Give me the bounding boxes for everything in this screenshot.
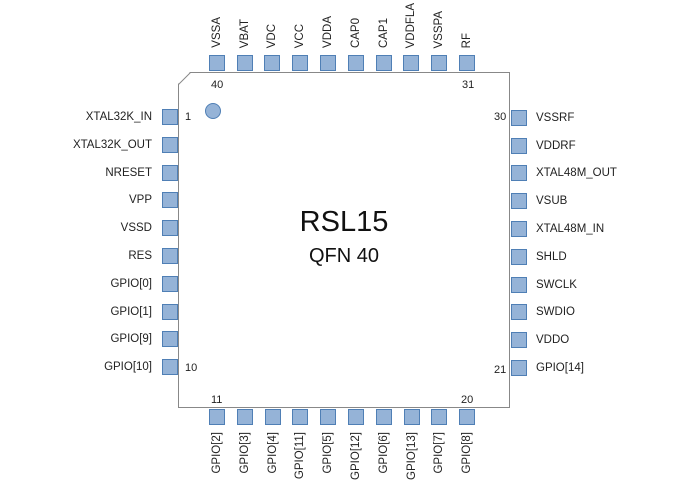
pin-label-gpio-3: GPIO[3] bbox=[238, 432, 251, 474]
pin-label-gpio-10: GPIO[10] bbox=[104, 361, 152, 374]
pin-label-gpio-14: GPIO[14] bbox=[536, 362, 584, 374]
pin-label-gpio-7: GPIO[7] bbox=[433, 432, 446, 474]
pin-label-gpio-0: GPIO[0] bbox=[110, 277, 152, 290]
pin-label-cap1: CAP1 bbox=[377, 17, 390, 48]
pin-label-vddo: VDDO bbox=[536, 334, 570, 347]
pin-number-21: 21 bbox=[494, 364, 507, 376]
pin-label-vssa: VSSA bbox=[210, 17, 223, 48]
pin-label-gpio-13: GPIO[13] bbox=[405, 432, 418, 480]
pin-pad-xtal32k-out bbox=[162, 136, 178, 153]
pin-number-31: 31 bbox=[462, 79, 475, 91]
pin-label-vsub: VSUB bbox=[536, 195, 568, 208]
pin-pad-vcc bbox=[292, 55, 309, 71]
pin-number-11: 11 bbox=[211, 394, 223, 406]
pin-label-gpio-8: GPIO[8] bbox=[461, 432, 474, 474]
pin-pad-gpio-11 bbox=[292, 409, 309, 425]
pin-pad-xtal32k-in bbox=[162, 109, 178, 125]
pin-label-xtal48m-in: XTAL48M_IN bbox=[536, 223, 605, 235]
pin-label-vssrf: VSSRF bbox=[536, 111, 575, 124]
pin-pad-shld bbox=[511, 248, 527, 265]
pin-label-vbat: VBAT bbox=[238, 18, 251, 48]
pin-pad-gpio-13 bbox=[403, 409, 420, 425]
pin-pad-gpio-1 bbox=[162, 303, 178, 320]
pin-pad-gpio-5 bbox=[320, 409, 337, 425]
pin-label-nreset: NRESET bbox=[105, 166, 152, 179]
pin-label-vddrf: VDDRF bbox=[536, 139, 576, 152]
pin-number-40: 40 bbox=[211, 79, 224, 91]
pin-pad-nreset bbox=[162, 164, 178, 181]
chip-package-label: QFN 40 bbox=[308, 245, 380, 267]
pin-pad-cap1 bbox=[375, 55, 392, 71]
pin-label-gpio-11: GPIO[11] bbox=[294, 432, 307, 480]
pin-pad-xtal48m-out bbox=[511, 165, 527, 182]
pin-label-shld: SHLD bbox=[536, 250, 567, 263]
pin-label-swdio: SWDIO bbox=[536, 306, 575, 319]
pin-pad-gpio-4 bbox=[264, 409, 281, 425]
pin-pad-vddrf bbox=[511, 137, 527, 154]
pin-pad-vbat bbox=[236, 55, 253, 71]
pin-pad-vssd bbox=[162, 220, 178, 237]
pin-label-swclk: SWCLK bbox=[536, 278, 577, 291]
chip-package-body bbox=[178, 72, 510, 408]
pin-pad-gpio-14 bbox=[511, 360, 527, 376]
pin-label-xtal32k-in: XTAL32K_IN bbox=[85, 111, 152, 123]
pin-pad-xtal48m-in bbox=[511, 221, 527, 237]
pin-label-vdc: VDC bbox=[266, 23, 279, 48]
pin-label-vddfla: VDDFLA bbox=[405, 2, 418, 48]
chip-title: RSL15 bbox=[299, 206, 389, 238]
pin-pad-vsspa bbox=[431, 55, 448, 71]
pin-number-1: 1 bbox=[185, 111, 192, 123]
pin-pad-rf bbox=[459, 55, 475, 71]
pin-label-vssd: VSSD bbox=[120, 222, 152, 235]
pin-pad-gpio-8 bbox=[459, 409, 476, 425]
pin-pad-gpio-3 bbox=[236, 409, 253, 425]
pin-label-gpio-6: GPIO[6] bbox=[377, 432, 390, 474]
pin-pad-vdc bbox=[264, 55, 281, 71]
chip-bevel-corner bbox=[178, 72, 191, 85]
pin-label-vpp: VPP bbox=[128, 194, 152, 207]
pin-pad-gpio-9 bbox=[162, 331, 178, 348]
pin-pad-vsub bbox=[511, 193, 527, 210]
pin-label-vsspa: VSSPA bbox=[433, 10, 446, 49]
pin-label-gpio-1: GPIO[1] bbox=[110, 305, 152, 318]
pin-pad-swdio bbox=[511, 304, 527, 321]
pin-pad-gpio-0 bbox=[162, 275, 178, 292]
pin-pad-swclk bbox=[511, 276, 527, 293]
pin-label-vdda: VDDA bbox=[322, 16, 334, 48]
pin-pad-vdda bbox=[320, 55, 336, 71]
pin-pad-res bbox=[162, 248, 178, 264]
pin-label-vcc: VCC bbox=[294, 23, 307, 48]
pin-pad-gpio-2 bbox=[209, 409, 225, 425]
pin-pad-cap0 bbox=[347, 55, 364, 71]
pin-label-gpio-9: GPIO[9] bbox=[110, 333, 152, 346]
pin-label-cap0: CAP0 bbox=[349, 17, 362, 48]
pin-pad-gpio-12 bbox=[348, 409, 364, 425]
pin-label-rf: RF bbox=[461, 32, 473, 48]
pin-label-res: RES bbox=[128, 250, 152, 262]
pin-number-30: 30 bbox=[494, 111, 507, 123]
pin-pad-gpio-6 bbox=[375, 409, 392, 425]
pin-pad-vddo bbox=[511, 332, 527, 349]
pin-label-gpio-2: GPIO[2] bbox=[211, 432, 223, 474]
pin-pad-gpio-10 bbox=[162, 359, 178, 376]
pin-number-20: 20 bbox=[461, 394, 474, 406]
pin-pad-vpp bbox=[162, 192, 178, 209]
pin-label-gpio-5: GPIO[5] bbox=[322, 432, 335, 474]
pin-pad-vssa bbox=[208, 55, 225, 71]
pin-label-gpio-12: GPIO[12] bbox=[350, 432, 362, 480]
pin-label-gpio-4: GPIO[4] bbox=[266, 432, 279, 474]
pin-pad-vssrf bbox=[511, 109, 527, 126]
pin-label-xtal48m-out: XTAL48M_OUT bbox=[536, 167, 617, 180]
pin-label-xtal32k-out: XTAL32K_OUT bbox=[72, 138, 152, 151]
pin-pad-vddfla bbox=[403, 55, 420, 71]
pin1-indicator-dot bbox=[205, 103, 221, 119]
pin-pad-gpio-7 bbox=[431, 409, 448, 425]
pin-number-10: 10 bbox=[185, 362, 198, 374]
